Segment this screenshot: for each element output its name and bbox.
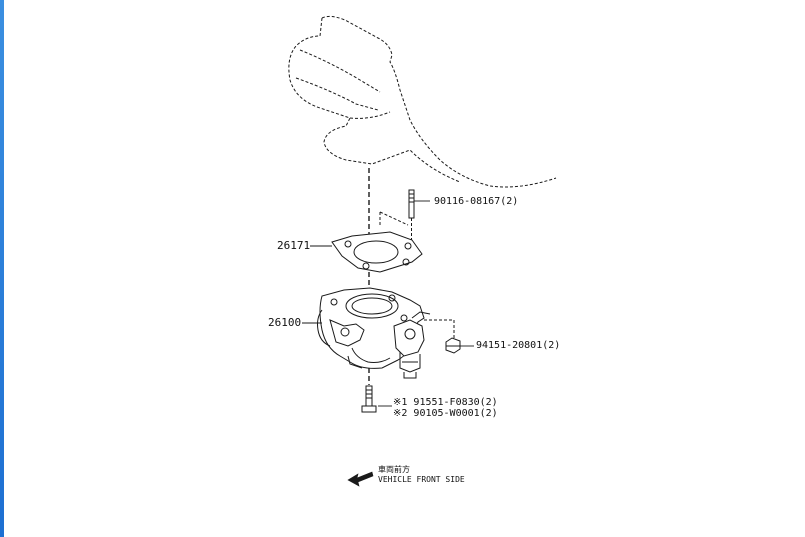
bolt-part — [361, 385, 377, 413]
intake-manifold-outline — [288, 15, 557, 188]
left-arrow-icon — [347, 471, 374, 487]
front-note-japanese: 車両前方 — [378, 465, 410, 474]
gasket-part — [331, 231, 423, 273]
vehicle-front-note: 車両前方 VEHICLE FRONT SIDE — [378, 465, 465, 485]
nut-part — [424, 319, 461, 354]
window-edge-strip — [0, 0, 4, 537]
part-label-throttle-body: 26100 — [268, 316, 302, 329]
throttle-body-part — [317, 287, 431, 379]
part-label-stud: 90116-08167(2) — [434, 196, 519, 207]
leader-lines — [302, 200, 474, 407]
part-label-bolt-2: ※2 90105-W0001(2) — [393, 408, 498, 419]
part-label-bolt-1: ※1 91551-F0830(2) — [393, 397, 498, 408]
part-label-gasket: 26171 — [277, 239, 311, 252]
front-note-english: VEHICLE FRONT SIDE — [378, 475, 465, 484]
part-label-nut: 94151-20801(2) — [476, 340, 561, 351]
stud-part — [408, 189, 415, 245]
